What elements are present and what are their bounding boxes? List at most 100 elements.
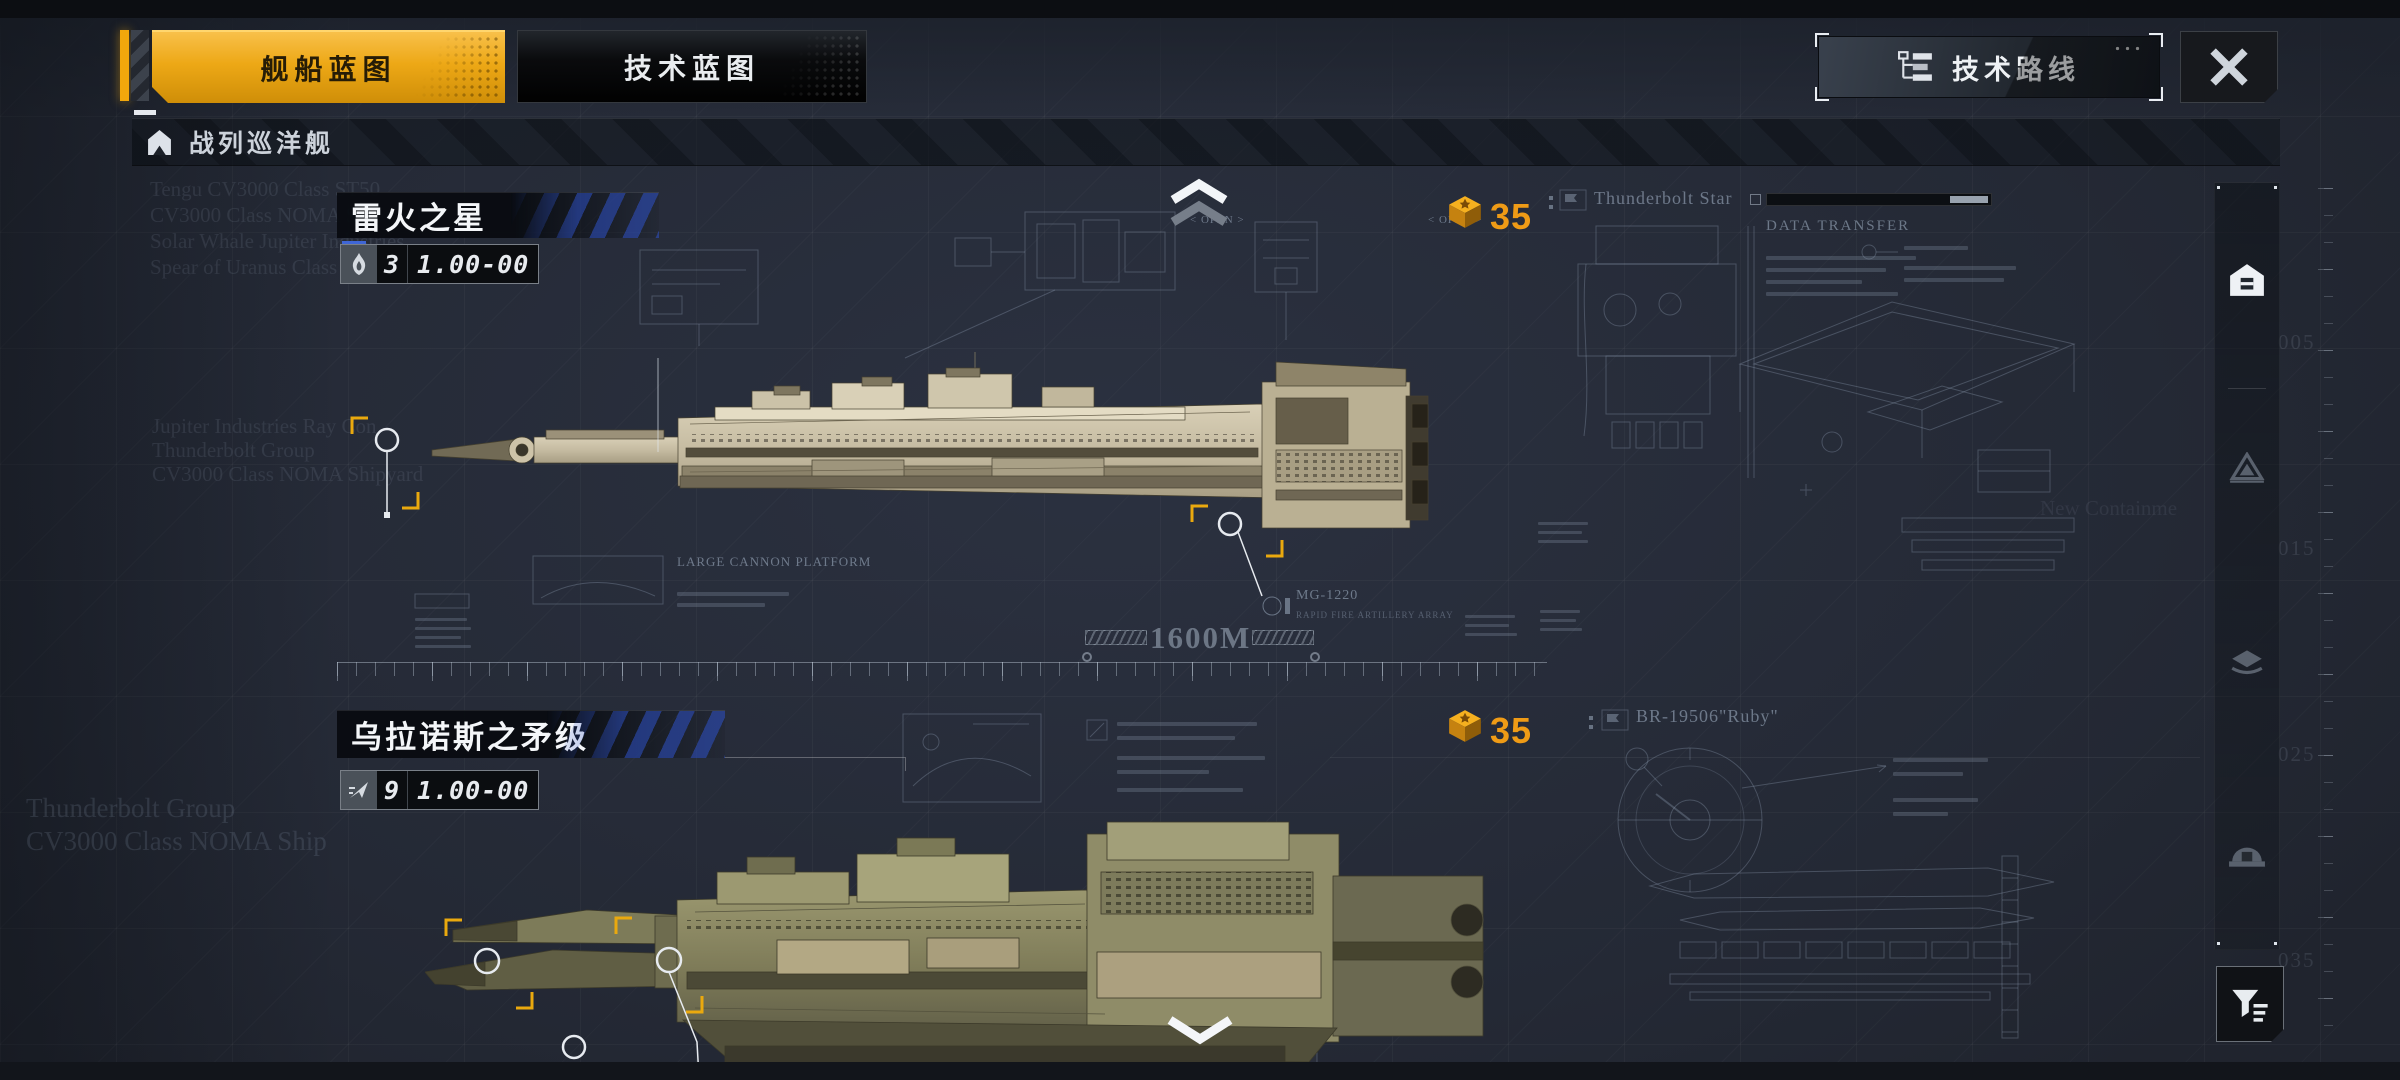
vertical-ruler — [2324, 188, 2333, 1038]
sidebar-dot — [2274, 186, 2277, 189]
module-desc-label: RAPID FIRE ARTILLERY ARRAY — [1296, 610, 1454, 620]
text-lines — [1893, 812, 1948, 816]
text-lines — [1893, 798, 1978, 802]
mobility-icon — [341, 771, 377, 809]
watermark-line: Thunderbolt Group — [152, 438, 315, 462]
sidebar-divider — [2228, 388, 2266, 389]
watermark-line: CV3000 Class NOMA Shipyard — [152, 462, 424, 486]
tech-point-icon — [1447, 194, 1483, 239]
watermark-line: Thunderbolt Group — [26, 793, 236, 823]
corner-bracket — [1815, 33, 1829, 47]
scale-hatch-right — [1252, 630, 1314, 645]
text-lines — [1893, 758, 1988, 762]
watermark-right: New Containme — [2040, 496, 2178, 520]
text-lines — [1465, 624, 1509, 627]
tab-tech-blueprint[interactable]: 技术蓝图 — [517, 30, 867, 103]
ruler-label: 025 — [2278, 742, 2316, 766]
filter-button[interactable] — [2216, 966, 2284, 1042]
tab-accent-bar — [120, 30, 129, 101]
text-lines — [1904, 278, 2004, 282]
text-lines — [1540, 628, 1582, 631]
blueprint-label-ship1: Thunderbolt Star — [1594, 188, 1733, 208]
tech-route-label: 技术路线 — [1952, 54, 2080, 85]
ship-2-version: 1.00-00 — [417, 775, 530, 805]
firepower-icon — [341, 245, 377, 283]
ship-1-tier: 3 — [377, 245, 408, 283]
ship-2-level-badge: 9 1.00-00 — [340, 770, 540, 810]
scale-ring-right — [1310, 652, 1320, 662]
scale-hatch-left — [1085, 630, 1147, 645]
large-cannon-label: LARGE CANNON PLATFORM — [677, 554, 872, 569]
watermark-bottom-left: Thunderbolt Group CV3000 Class NOMA Ship — [26, 792, 327, 858]
text-lines — [415, 618, 467, 621]
text-lines — [677, 603, 765, 607]
text-lines — [1117, 788, 1243, 792]
scale-label: 1600M — [1150, 620, 1252, 655]
ship-class-icon — [146, 129, 173, 156]
tab-hatch-bar — [131, 30, 149, 101]
progress-square — [1750, 194, 1761, 205]
divider-line — [1330, 757, 2200, 758]
plate-stripes — [510, 193, 659, 238]
top-strip — [0, 0, 2400, 18]
progress-bar — [1766, 193, 1992, 206]
close-icon — [2207, 45, 2251, 89]
bottom-strip — [0, 1062, 2400, 1080]
close-button[interactable] — [2180, 31, 2278, 103]
leader-line — [725, 757, 905, 758]
ship-1-name: 雷火之星 — [351, 201, 487, 236]
text-lines — [1540, 610, 1580, 613]
ship-2-nameplate[interactable]: 乌拉诺斯之矛级 — [337, 710, 725, 758]
ship-1-image[interactable] — [430, 346, 1430, 558]
scroll-down-chevron[interactable] — [1164, 1012, 1236, 1053]
header-dash — [134, 110, 156, 115]
menu-dots — [2115, 46, 2143, 51]
dot-pattern — [397, 36, 501, 98]
left-shade — [0, 0, 340, 1080]
text-lines — [1538, 540, 1588, 543]
corner-bracket — [2149, 87, 2163, 101]
sidebar-item-hangar[interactable] — [2214, 262, 2280, 298]
sidebar-item-layers[interactable] — [2214, 648, 2280, 678]
text-lines — [1117, 722, 1257, 726]
colon-dots — [1589, 725, 1593, 729]
tech-route-button[interactable]: 技术路线 — [1815, 33, 2163, 101]
text-lines — [415, 627, 471, 630]
ship-2-tier: 9 — [377, 771, 408, 809]
plate-underline — [342, 241, 366, 246]
text-lines — [1117, 736, 1235, 740]
scroll-up-chevron[interactable] — [1166, 176, 1232, 237]
text-lines — [415, 645, 471, 648]
watermark-mid-left: Jupiter Industries Ray Con Thunderbolt G… — [152, 414, 423, 486]
ship-2-cost: 35 — [1447, 708, 1532, 753]
text-lines — [1465, 615, 1515, 618]
sidebar-dot — [2217, 942, 2220, 945]
colon-dots — [1589, 716, 1593, 720]
text-lines — [1465, 633, 1517, 636]
tab-ship-blueprint[interactable]: 舰船蓝图 — [152, 30, 505, 103]
ship-1-nameplate[interactable]: 雷火之星 — [337, 192, 659, 238]
ruler-label: 005 — [2278, 330, 2316, 354]
right-sidebar — [2214, 182, 2280, 950]
text-lines — [1117, 770, 1209, 774]
colon-dots — [1549, 205, 1553, 209]
sidebar-item-dock[interactable] — [2214, 838, 2280, 870]
text-lines — [1766, 256, 1916, 260]
text-lines — [1766, 292, 1898, 296]
text-lines — [1538, 531, 1582, 534]
text-lines — [415, 636, 461, 639]
sidebar-dot — [2274, 942, 2277, 945]
text-lines — [1904, 266, 2016, 270]
category-header[interactable]: 战列巡洋舰 — [132, 118, 2280, 166]
text-lines — [1766, 268, 1886, 272]
text-lines — [1538, 522, 1588, 525]
category-label: 战列巡洋舰 — [189, 130, 335, 158]
text-lines — [1540, 619, 1576, 622]
ship-2-cost-value: 35 — [1490, 709, 1533, 751]
data-transfer-label: DATA TRANSFER — [1766, 218, 1911, 234]
sidebar-item-frigate[interactable] — [2214, 452, 2280, 484]
ship-1-level-badge: 3 1.00-00 — [340, 244, 540, 284]
text-lines — [1893, 772, 1963, 776]
filter-icon — [2230, 984, 2270, 1024]
text-lines — [1117, 756, 1265, 760]
